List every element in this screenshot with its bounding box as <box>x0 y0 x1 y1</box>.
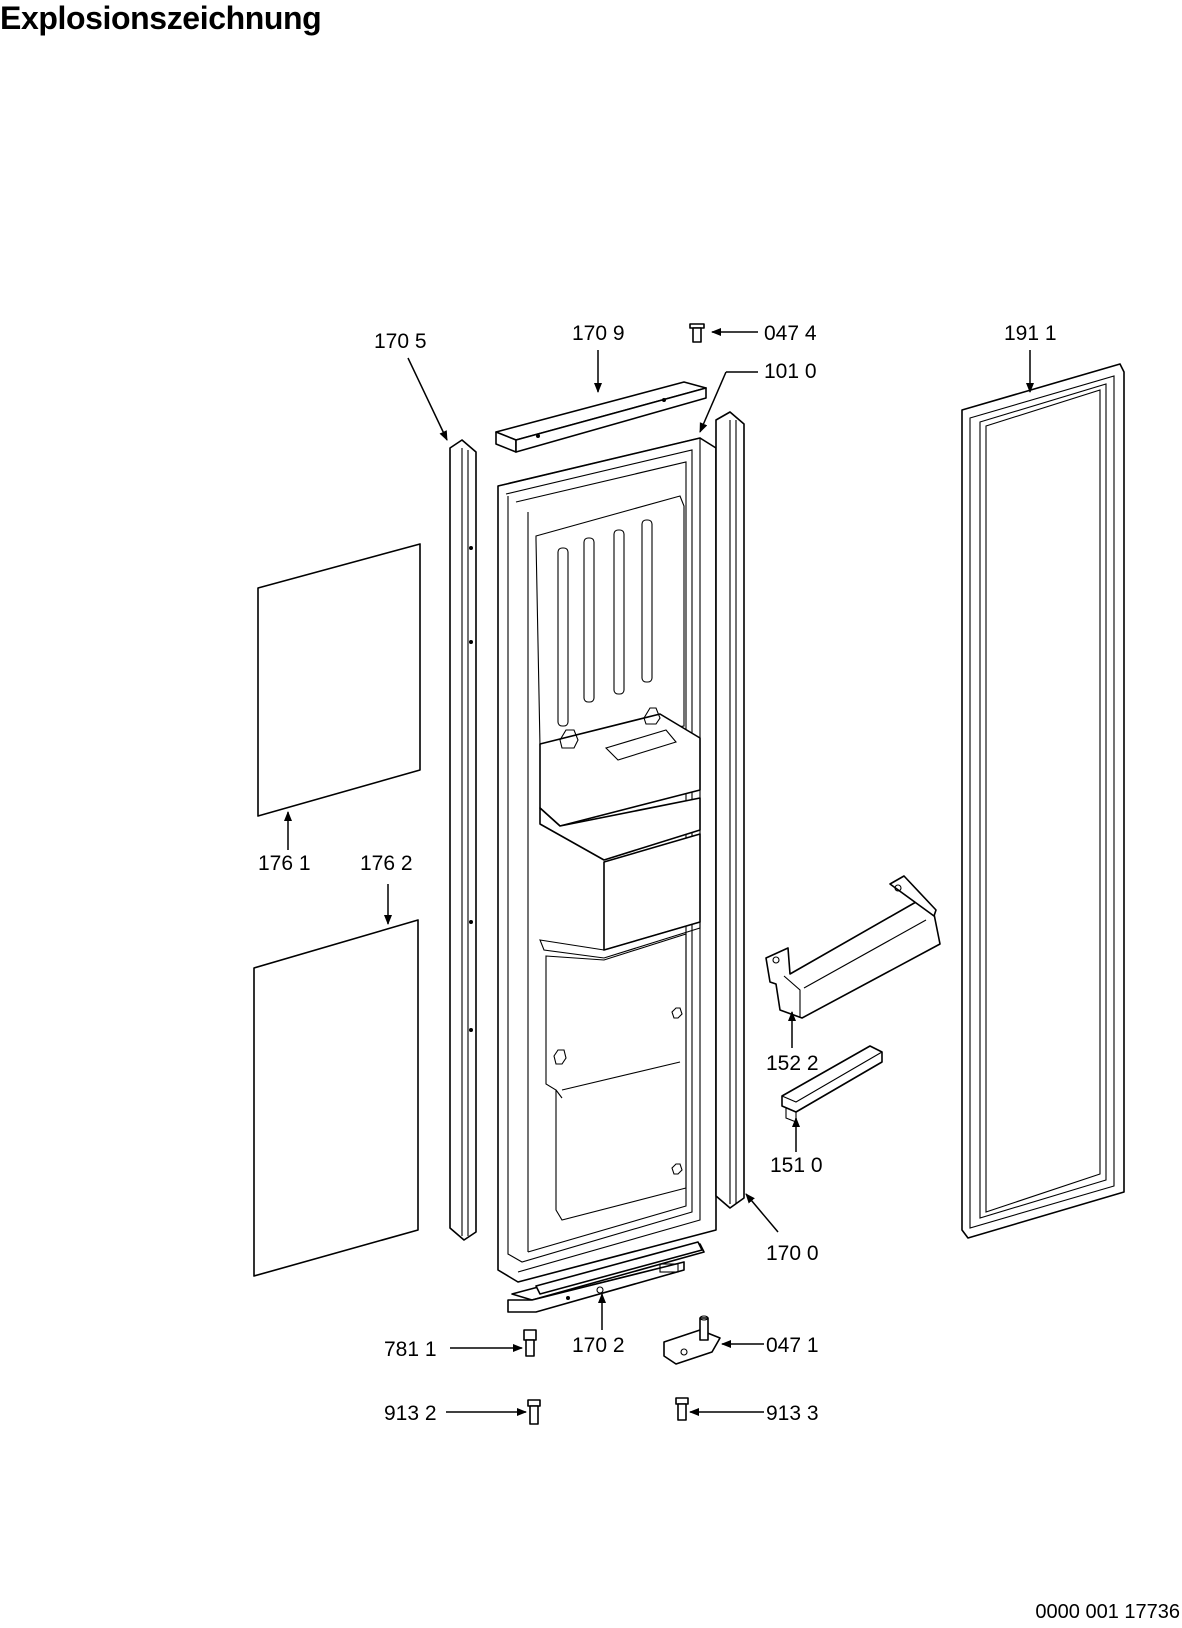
screw-right <box>675 1397 689 1421</box>
label-176-2: 176 2 <box>360 852 413 875</box>
document-number: 0000 001 17736 <box>1035 1601 1180 1623</box>
label-170-2: 170 2 <box>572 1334 625 1357</box>
profile-right <box>715 411 745 1209</box>
door-shelf-bin <box>765 875 941 1019</box>
label-047-4: 047 4 <box>764 322 817 345</box>
label-781-1: 781 1 <box>384 1338 437 1361</box>
profile-left <box>449 439 477 1241</box>
label-151-0: 151 0 <box>770 1154 823 1177</box>
door-gasket <box>961 363 1125 1239</box>
label-152-2: 152 2 <box>766 1052 819 1075</box>
label-913-2: 913 2 <box>384 1402 437 1425</box>
panel-upper <box>257 543 421 817</box>
label-913-3: 913 3 <box>766 1402 819 1425</box>
label-170-5: 170 5 <box>374 330 427 353</box>
cap-plug-top <box>689 323 705 343</box>
page-title: Explosionszeichnung <box>0 0 322 36</box>
hinge-bushing <box>523 1329 537 1357</box>
trim-rail <box>781 1045 883 1123</box>
label-191-1: 191 1 <box>1004 322 1057 345</box>
label-176-1: 176 1 <box>258 852 311 875</box>
label-170-0: 170 0 <box>766 1242 819 1265</box>
inner-door <box>497 437 717 1283</box>
panel-lower <box>253 919 419 1277</box>
top-cover-strip <box>495 381 707 453</box>
hinge-bracket <box>663 1315 721 1365</box>
label-047-1: 047 1 <box>766 1334 819 1357</box>
screw-left <box>527 1399 541 1425</box>
bottom-cover-strip <box>507 1241 705 1313</box>
leader-lines <box>284 328 1034 1416</box>
label-170-9: 170 9 <box>572 322 625 345</box>
label-101-0: 101 0 <box>764 360 817 383</box>
